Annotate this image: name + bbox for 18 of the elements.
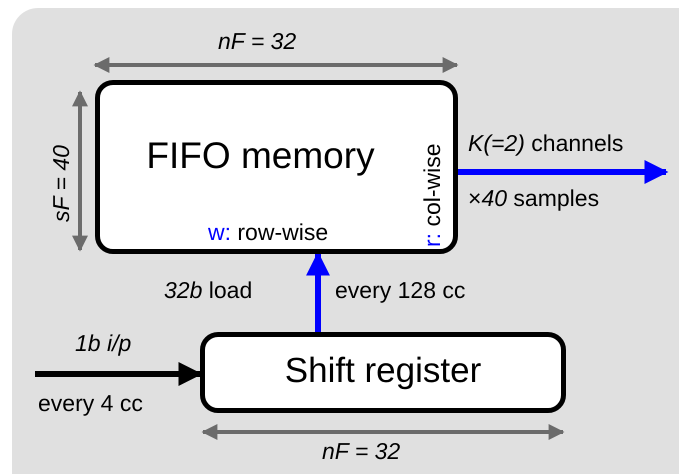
- box-title: FIFO memory: [145, 135, 376, 177]
- edge-label: K(=2) channels: [468, 130, 624, 157]
- annotation-label: every 4 cc: [38, 390, 143, 417]
- arrow: [306, 252, 330, 332]
- edge-label: 1b i/p: [75, 330, 132, 357]
- dimension-label: nF = 32: [322, 438, 400, 465]
- arrow: [458, 160, 668, 184]
- dimension-label: sF = 40: [48, 145, 75, 222]
- arrow: [35, 362, 202, 386]
- dimension-label: nF = 32: [218, 28, 296, 55]
- process-box: [95, 80, 458, 254]
- annotation-label: ×40 samples: [468, 185, 600, 212]
- read-mode-label: r: col-wise: [419, 143, 446, 247]
- write-mode-label: w: row-wise: [208, 219, 328, 246]
- edge-label: 32b load: [164, 277, 252, 304]
- box-title: Shift register: [284, 351, 482, 391]
- annotation-label: every 128 cc: [335, 277, 466, 304]
- process-box: [200, 332, 566, 413]
